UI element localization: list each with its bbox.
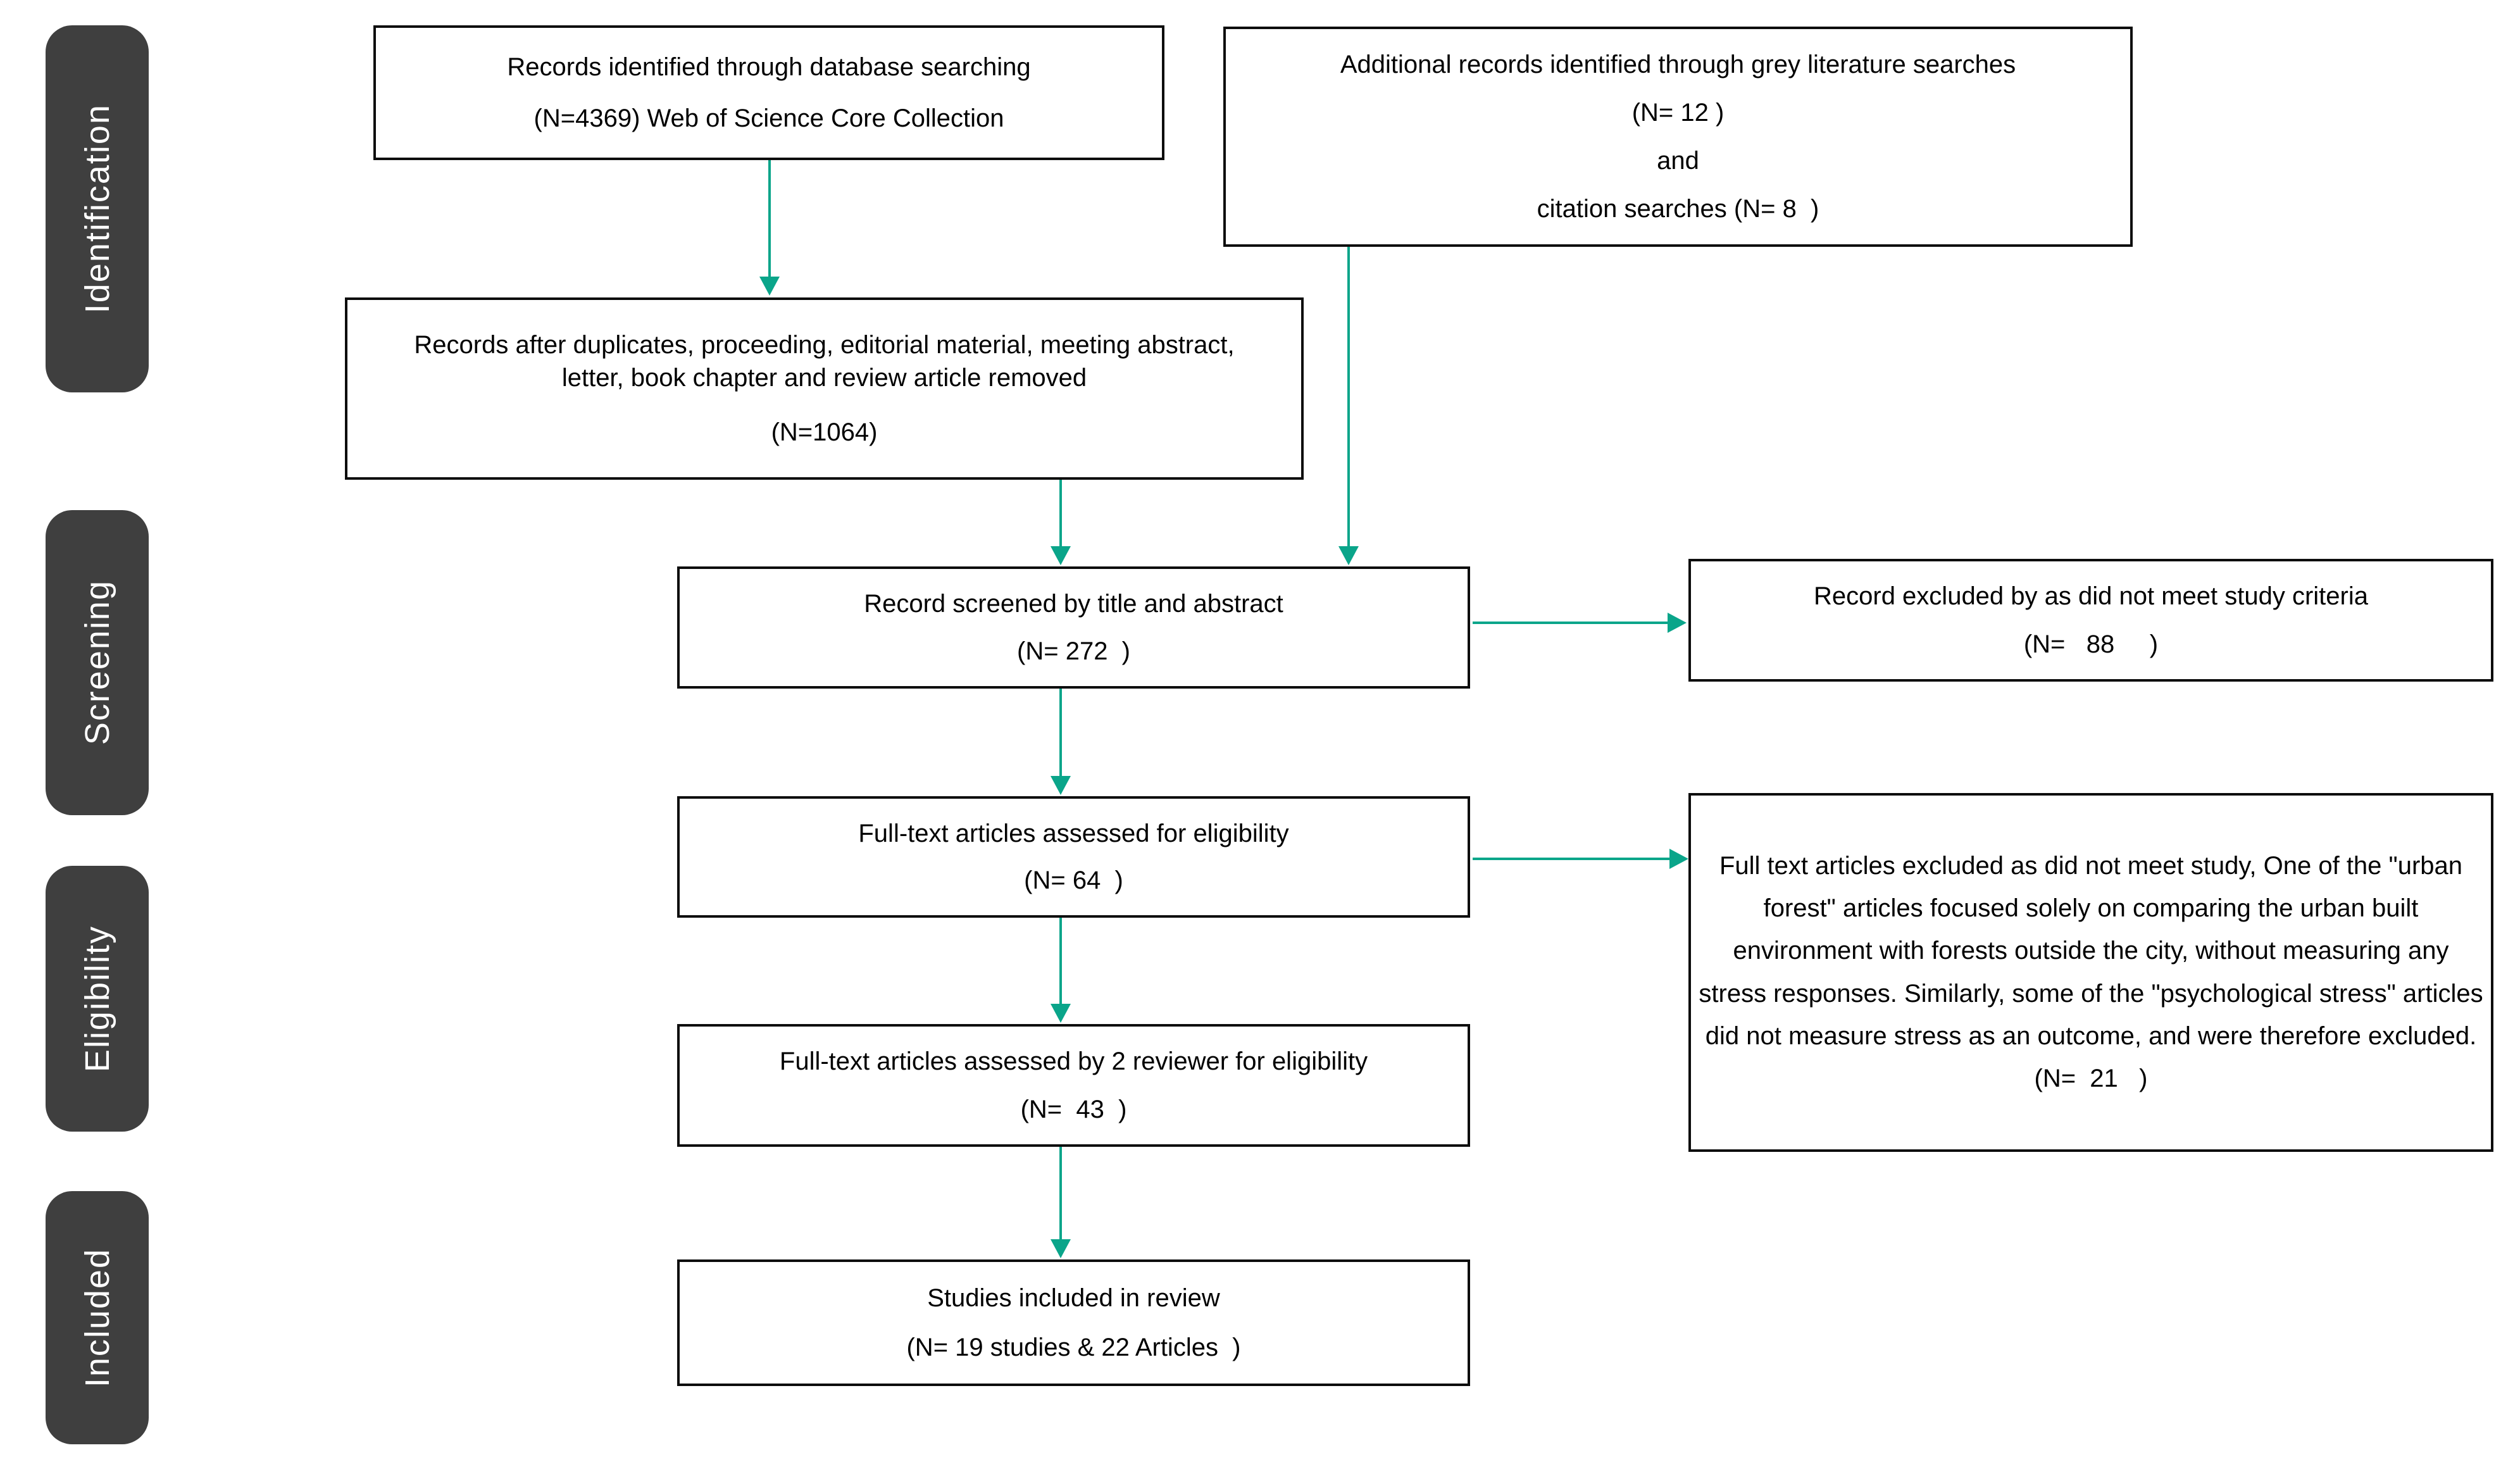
- box-title-abstract-screen-text: Record screened by title and abstract: [864, 590, 1283, 618]
- box-title-abstract-screen-count: (N= 272 ): [1017, 637, 1130, 665]
- box-database-search: Records identified through database sear…: [373, 25, 1164, 160]
- box-fulltext-eligibility-count: (N= 64 ): [1024, 866, 1123, 895]
- arrow-down-icon: [1051, 1239, 1071, 1258]
- box-grey-literature-and: and: [1657, 147, 1699, 175]
- box-after-duplicates-text: Records after duplicates, proceeding, ed…: [414, 330, 1242, 392]
- stage-screening-label: Screening: [78, 580, 116, 746]
- box-grey-literature-citation: citation searches (N= 8 ): [1537, 195, 1819, 223]
- box-database-search-text: Records identified through database sear…: [507, 53, 1031, 81]
- arrow-right-icon: [1669, 849, 1688, 869]
- arrow-line: [1059, 689, 1062, 778]
- box-after-duplicates: Records after duplicates, proceeding, ed…: [345, 297, 1304, 480]
- arrow-line: [768, 160, 771, 279]
- box-fulltext-two-reviewers-text: Full-text articles assessed by 2 reviewe…: [779, 1047, 1368, 1076]
- arrow-line: [1473, 858, 1672, 860]
- box-database-search-count: (N=4369) Web of Science Core Collection: [533, 104, 1004, 133]
- arrow-down-icon: [759, 277, 780, 296]
- box-after-duplicates-count: (N=1064): [771, 418, 878, 447]
- box-grey-literature-count: (N= 12 ): [1631, 99, 1725, 127]
- arrow-screen-to-fulltext: [1051, 689, 1071, 795]
- stage-included-label: Included: [78, 1247, 116, 1388]
- arrow-line: [1473, 622, 1670, 624]
- box-included-studies-count: (N= 19 studies & 22 Articles ): [906, 1333, 1241, 1361]
- box-included-studies: Studies included in review (N= 19 studie…: [677, 1259, 1470, 1386]
- box-fulltext-eligibility-text: Full-text articles assessed for eligibil…: [858, 819, 1289, 847]
- arrow-database-to-duplicates: [759, 160, 780, 296]
- box-fulltext-excluded: Full text articles excluded as did not m…: [1688, 793, 2493, 1152]
- box-included-studies-text: Studies included in review: [927, 1284, 1220, 1313]
- stage-identification: Identification: [46, 25, 149, 392]
- arrow-reviewers-to-included: [1051, 1147, 1071, 1258]
- box-grey-literature-text: Additional records identified through gr…: [1340, 51, 2016, 78]
- box-fulltext-two-reviewers-count: (N= 43 ): [1020, 1095, 1127, 1123]
- box-excluded-screening-text: Record excluded by as did not meet study…: [1814, 582, 2368, 611]
- arrow-line: [1059, 480, 1062, 549]
- arrow-line: [1347, 247, 1350, 549]
- box-excluded-screening-count: (N= 88 ): [2023, 630, 2159, 658]
- arrow-down-icon: [1051, 1004, 1071, 1023]
- arrow-line: [1059, 1147, 1062, 1242]
- stage-identification-label: Identification: [78, 104, 116, 314]
- stage-included: Included: [46, 1191, 149, 1444]
- arrow-fulltext-to-excluded: [1473, 849, 1688, 869]
- box-fulltext-two-reviewers: Full-text articles assessed by 2 reviewe…: [677, 1024, 1470, 1147]
- box-excluded-screening: Record excluded by as did not meet study…: [1688, 559, 2493, 682]
- arrow-greylit-to-screen: [1338, 247, 1359, 565]
- box-fulltext-excluded-text: Full text articles excluded as did not m…: [1699, 851, 2490, 1092]
- box-fulltext-eligibility: Full-text articles assessed for eligibil…: [677, 796, 1470, 918]
- arrow-down-icon: [1338, 546, 1359, 565]
- stage-eligibility-label: Eligibility: [78, 925, 116, 1073]
- arrow-screen-to-excluded: [1473, 613, 1687, 633]
- box-title-abstract-screen: Record screened by title and abstract (N…: [677, 566, 1470, 689]
- arrow-fulltext-to-reviewers: [1051, 918, 1071, 1023]
- arrow-line: [1059, 918, 1062, 1006]
- arrow-duplicates-to-screen: [1051, 480, 1071, 565]
- arrow-right-icon: [1668, 613, 1687, 633]
- box-grey-literature: Additional records identified through gr…: [1223, 27, 2133, 247]
- arrow-down-icon: [1051, 776, 1071, 795]
- stage-eligibility: Eligibility: [46, 866, 149, 1132]
- arrow-down-icon: [1051, 546, 1071, 565]
- stage-screening: Screening: [46, 510, 149, 815]
